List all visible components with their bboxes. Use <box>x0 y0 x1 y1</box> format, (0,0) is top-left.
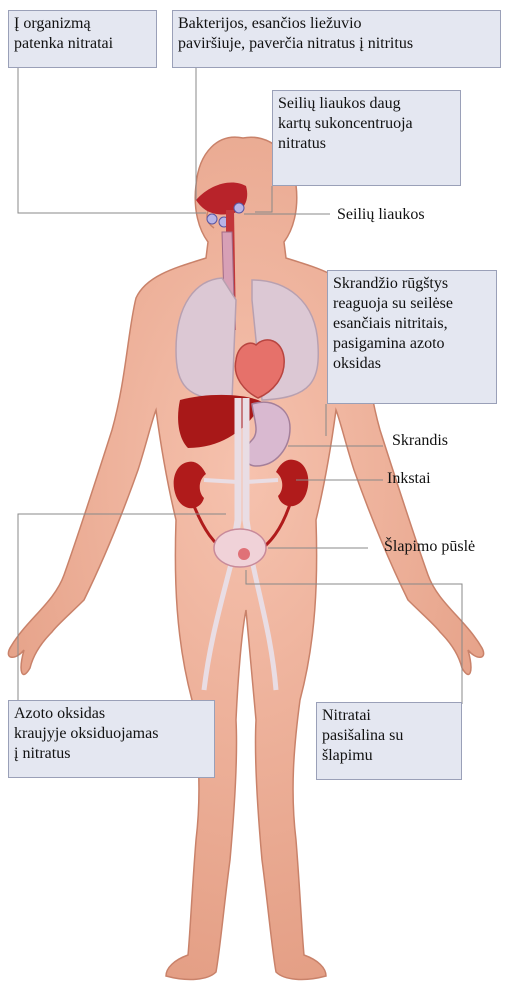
callout-stomach-acid: Skrandžio rūgštys reaguoja su seilėse es… <box>327 270 497 404</box>
bladder-highlight <box>238 548 250 560</box>
callout-intake: Į organizmą patenka nitratai <box>8 10 157 68</box>
renal-vessel-right <box>246 480 278 482</box>
label-bladder: Šlapimo pūslė <box>384 537 475 557</box>
salivary-gland-2 <box>207 214 217 224</box>
label-stomach: Skrandis <box>392 431 448 451</box>
bladder-organ <box>214 529 266 567</box>
label-kidneys: Inkstai <box>387 469 431 489</box>
label-salivary-glands: Seilių liaukos <box>337 205 425 225</box>
leader-intake <box>18 68 206 213</box>
callout-excretion: Nitratai pasišalina su šlapimu <box>316 702 462 780</box>
callout-blood-oxidation: Azoto oksidas kraujyje oksiduojamas į ni… <box>8 700 215 778</box>
salivary-gland-1 <box>234 203 244 213</box>
callout-salivary-concentrate: Seilių liaukos daug kartų sukoncentruoja… <box>272 90 461 186</box>
renal-vessel-left <box>204 480 238 482</box>
callout-bacteria: Bakterijos, esančios liežuvio paviršiuje… <box>172 10 501 68</box>
